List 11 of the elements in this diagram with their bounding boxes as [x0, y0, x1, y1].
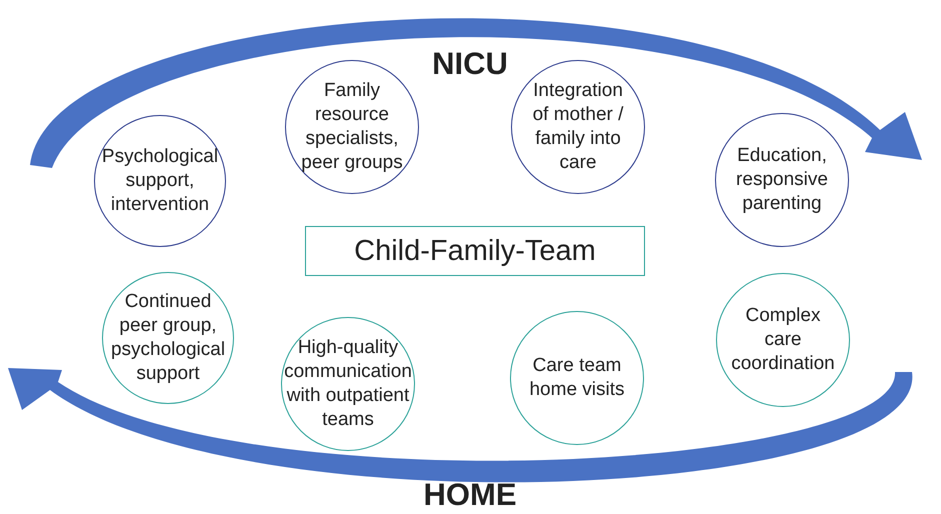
topic-circle: Continued peer group, psychological support — [102, 272, 234, 404]
topic-circle: Family resource specialists, peer groups — [285, 60, 419, 194]
phase-heading: HOME — [424, 477, 516, 513]
center-box: Child-Family-Team — [305, 226, 645, 276]
topic-circle: Complex care coordination — [716, 273, 850, 407]
topic-circle: Integration of mother / family into care — [511, 60, 645, 194]
topic-circle: High-quality communication with outpatient teams — [281, 317, 415, 451]
topic-circle: Care team home visits — [510, 311, 644, 445]
topic-circle: Psychological support, intervention — [94, 115, 226, 247]
phase-heading: NICU — [432, 46, 508, 82]
topic-circle: Education, responsive parenting — [715, 113, 849, 247]
